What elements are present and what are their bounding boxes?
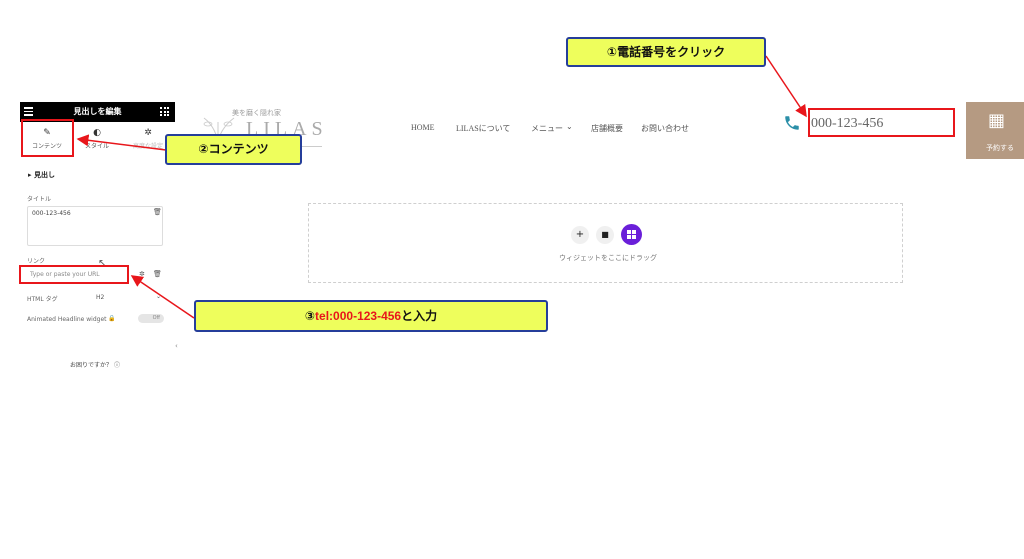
phone-icon [783,114,801,136]
dynamic-tags-icon[interactable]: 🗑 [153,270,162,278]
template-library-button[interactable] [621,224,642,245]
panel-title: 見出しを編集 [73,107,122,116]
pencil-icon: ✎ [43,128,51,138]
contrast-icon: ◐ [93,128,101,138]
chevron-down-icon[interactable]: ⌄ [566,122,573,131]
callout-content-tab: ②コンテンツ [165,134,302,165]
gear-icon: ✲ [144,128,152,138]
trash-icon[interactable]: 🗑 [153,208,162,216]
widget-drop-zone[interactable] [308,203,903,283]
lock-icon: 🔒 [108,315,116,322]
drop-zone-text: ウィジェットをここにドラッグ [559,254,657,262]
chevron-down-icon[interactable]: ⌄ [156,293,162,300]
tab-advanced-label: 高度な設定 [132,143,163,150]
calendar-icon: ▦ [988,110,1006,131]
question-circle-icon: ⓘ [113,362,120,369]
callout-3-suffix: と入力 [401,309,438,323]
nav-menu[interactable]: メニュー [531,124,563,133]
highlight-content-tab [21,119,74,157]
url-input[interactable]: Type or paste your URL [30,271,100,278]
link-options-gear-icon[interactable]: ✲ [139,270,145,278]
mouse-cursor-icon: ↖ [98,258,107,269]
tab-content-label: コンテンツ [31,143,62,150]
section-toggle-heading[interactable]: ▸ 見出し [28,170,55,180]
animated-headline-toggle[interactable]: Off [138,314,164,323]
nav-home[interactable]: HOME [411,123,435,132]
logo-tagline: 美を磨く隠れ家 [232,109,281,117]
folder-icon[interactable]: ■ [596,226,614,244]
arrow-to-url-input [130,275,195,319]
widgets-grid-icon[interactable] [160,107,169,116]
collapse-panel-icon[interactable]: ‹ [175,342,178,350]
nav-about[interactable]: LILASについて [456,124,511,133]
reserve-label: 予約する [986,144,1014,152]
help-link[interactable]: お困りですか？ ⓘ [70,360,120,369]
title-textarea[interactable]: 000-123-456 [27,206,163,246]
nav-contact[interactable]: お問い合わせ [641,124,689,133]
arrow-to-content-tab [76,134,167,151]
callout-enter-tel: ③tel:000-123-456と入力 [194,300,548,332]
phone-number-heading[interactable]: 000-123-456 [811,116,884,131]
tab-style[interactable]: ◐ スタイル [72,128,122,150]
editor-panel: 見出しを編集 ✎ コンテンツ ◐ スタイル ✲ 高度な設定 ▸ 見出し タイトル… [20,102,178,382]
reserve-button[interactable]: ▦ 予約する [966,102,1024,159]
panel-header: 見出しを編集 [20,102,175,122]
callout-3-highlight: tel:000-123-456 [315,309,402,323]
section-title: 見出し [33,171,55,179]
html-tag-label: HTML タグ [27,296,58,303]
tab-content[interactable]: ✎ コンテンツ [22,128,72,150]
highlight-phone-number [808,108,955,137]
callout-3-prefix: ③ [304,309,316,323]
tab-style-label: スタイル [84,143,109,150]
hamburger-menu-icon[interactable] [24,107,33,116]
callout-click-phone: ①電話番号をクリック [566,37,766,67]
html-tag-select[interactable]: H2 [96,294,105,301]
tab-advanced[interactable]: ✲ 高度な設定 [123,128,173,150]
help-text: お困りですか？ [70,362,113,369]
title-field-label: タイトル [27,196,52,203]
highlight-url-input [19,265,129,284]
arrow-to-phone [765,55,807,118]
link-field-label: リンク [27,258,46,265]
animated-headline-label: Animated Headline widget [27,316,107,323]
add-section-button[interactable]: + [571,226,589,244]
nav-store-info[interactable]: 店舗概要 [591,124,623,133]
caret-right-icon: ▸ [28,171,32,179]
